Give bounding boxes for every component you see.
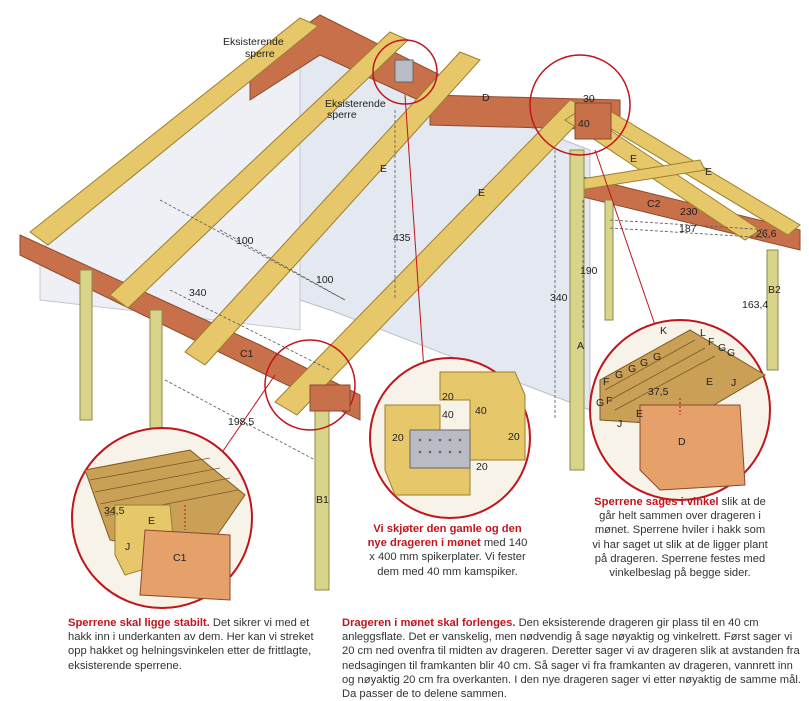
meet-label-g2: G [628, 363, 636, 375]
detail-splice [369, 357, 531, 519]
detail-ridge-meet [589, 319, 771, 501]
meet-label-l: L [700, 327, 706, 339]
caption-bottom: Drageren i mønet skal forlenges. Den eks… [342, 616, 804, 701]
dim-1634: 163,4 [742, 299, 768, 311]
eks2-line1: Eksisterende [325, 98, 386, 110]
caption-left-title: Sperrene skal ligge stabilt. [68, 617, 210, 629]
meet-label-f3: F [606, 395, 612, 407]
caption-left: Sperrene skal ligge stabilt. Det sikrer … [68, 616, 320, 673]
dim-198: 198,5 [228, 416, 254, 428]
meet-label-j-right: J [731, 377, 736, 389]
label-c2: C2 [647, 198, 661, 210]
caption-right-title: Sperrene sages i vinkel [594, 496, 719, 508]
caption-right-text: slik at de går helt sammen over drageren… [592, 496, 768, 580]
meet-label-g7: G [596, 397, 604, 409]
spike-plate-small [394, 59, 414, 83]
label-c1: C1 [240, 348, 254, 360]
meet-label-g1: G [615, 369, 623, 381]
dim-190: 190 [580, 265, 598, 277]
dim-187: 187 [679, 223, 697, 235]
eks2-line2: sperre [327, 109, 357, 121]
notch-label-j: J [125, 541, 130, 553]
dim-230: 230 [680, 206, 698, 218]
label-e-rafter-1: E [380, 163, 387, 175]
caption-middle-title: Vi skjøter den gamle og den nye drageren… [367, 523, 522, 550]
dim-340b: 340 [550, 292, 568, 304]
post-right-mid [604, 199, 614, 321]
splice-dim-20d: 20 [476, 461, 488, 473]
caption-middle-text: med 140 x 400 mm spikerplater. Vi fester… [369, 537, 528, 578]
post-b2 [766, 249, 779, 371]
notch-label-e: E [148, 515, 155, 527]
meet-label-d: D [678, 436, 686, 448]
splice-dim-20c: 20 [508, 431, 520, 443]
dim-435: 435 [393, 232, 411, 244]
rafter-e-left-1 [184, 51, 481, 366]
dim-100b: 100 [316, 274, 334, 286]
caption-left-text: Det sikrer vi med et hakk inn i underkan… [68, 617, 314, 672]
label-a: A [577, 340, 584, 352]
meet-label-g4: G [653, 351, 661, 363]
dim-266: 26,6 [756, 228, 777, 240]
dimension-lines [159, 110, 771, 461]
post-left [79, 269, 93, 421]
label-b1: B1 [316, 494, 329, 506]
label-e-right-2: E [705, 166, 712, 178]
meet-label-e: E [636, 408, 643, 420]
eks1-line2: sperre [245, 48, 275, 60]
notch-label-c1: C1 [173, 552, 187, 564]
label-e-right-1: E [630, 153, 637, 165]
meet-label-e2: E [706, 376, 713, 388]
dim-40: 40 [578, 118, 590, 130]
meet-label-j-left: J [617, 418, 622, 430]
detail-rafter-notch [71, 427, 253, 609]
splice-dim-20a: 20 [442, 391, 454, 403]
label-d-ridge: D [482, 92, 490, 104]
post-a [569, 149, 585, 471]
meet-label-f2: F [708, 336, 714, 348]
caption-bottom-text: Den eksisterende drageren gir plass til … [342, 617, 801, 701]
caption-middle: Vi skjøter den gamle og den nye drageren… [365, 522, 530, 579]
meet-label-f1: F [603, 376, 609, 388]
caption-bottom-title: Drageren i mønet skal forlenges. [342, 617, 516, 629]
dim-100a: 100 [236, 235, 254, 247]
detail-circle-eave [264, 339, 356, 431]
meet-label-g3: G [640, 357, 648, 369]
meet-label-k: K [660, 325, 667, 337]
detail-circle-ridge [529, 54, 631, 156]
splice-dim-40b: 40 [475, 405, 487, 417]
label-b2: B2 [768, 284, 781, 296]
dim-340a: 340 [189, 287, 207, 299]
label-e-rafter-2: E [478, 187, 485, 199]
ridge-beam-end [574, 102, 612, 140]
eave-beam-end [309, 384, 351, 412]
splice-dim-40a: 40 [442, 409, 454, 421]
splice-dim-20b: 20 [392, 432, 404, 444]
meet-label-g6: G [727, 347, 735, 359]
existing-rafter-1 [29, 17, 319, 246]
eave-beam-c1 [19, 234, 361, 421]
eks1-line1: Eksisterende [223, 36, 284, 48]
dim-30: 30 [583, 93, 595, 105]
meet-angle-375: 37,5 [648, 386, 669, 398]
notch-angle-345: 34,5 [104, 505, 125, 517]
meet-label-g5: G [718, 342, 726, 354]
caption-right: Sperrene sages i vinkel slik at de går h… [590, 495, 770, 580]
post-mid [149, 309, 163, 431]
detail-circle-plate [372, 39, 438, 105]
